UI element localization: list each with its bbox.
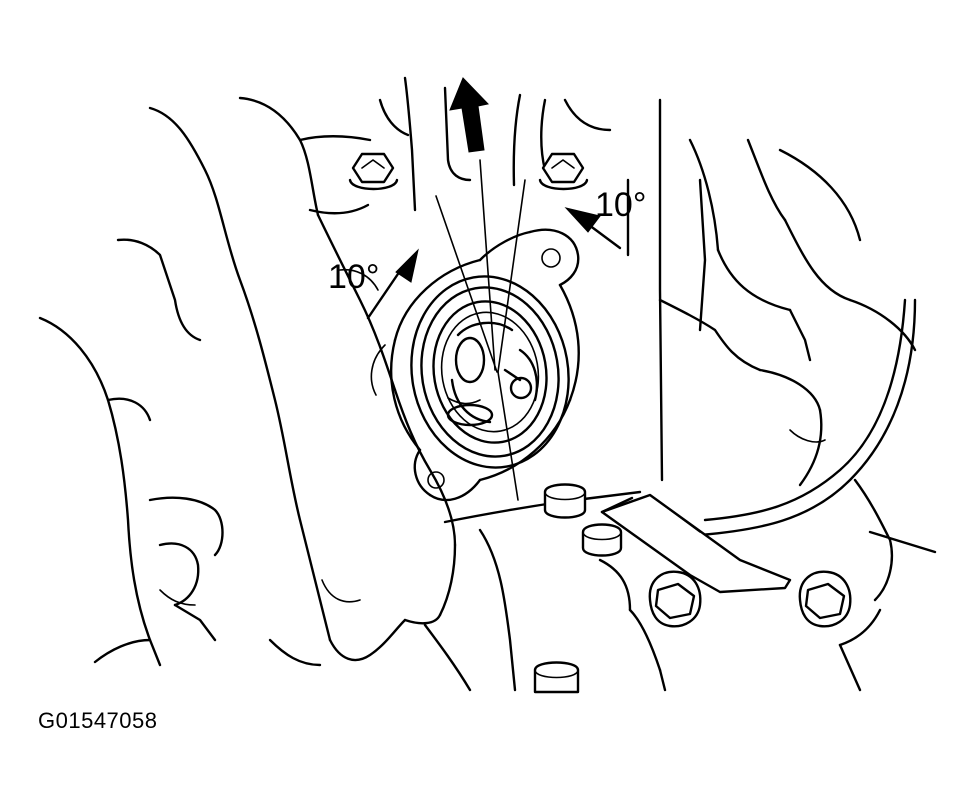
oil-seal (410, 275, 570, 469)
left-angle-arrow-icon (366, 248, 419, 320)
right-angle-arrow-icon (564, 207, 622, 250)
main-casting (148, 96, 457, 667)
left-housing (38, 238, 224, 667)
up-arrow-icon (449, 77, 489, 153)
left-angle-label: 10° (328, 258, 379, 296)
lower-left-bolt (648, 570, 702, 628)
angle-reference-lines (435, 159, 526, 501)
upper-housing (378, 76, 917, 482)
bracket-strap (600, 493, 792, 594)
right-housing (658, 298, 937, 647)
plug-cap-2 (581, 523, 623, 557)
figure-id: G01547058 (38, 708, 158, 733)
lower-right-bolt (798, 570, 852, 628)
plug-cap-1 (543, 483, 587, 519)
right-angle-label: 10° (595, 186, 646, 224)
plug-cap-3 (533, 661, 580, 694)
upper-left-bolt (348, 152, 399, 191)
upper-right-bolt (538, 152, 589, 191)
